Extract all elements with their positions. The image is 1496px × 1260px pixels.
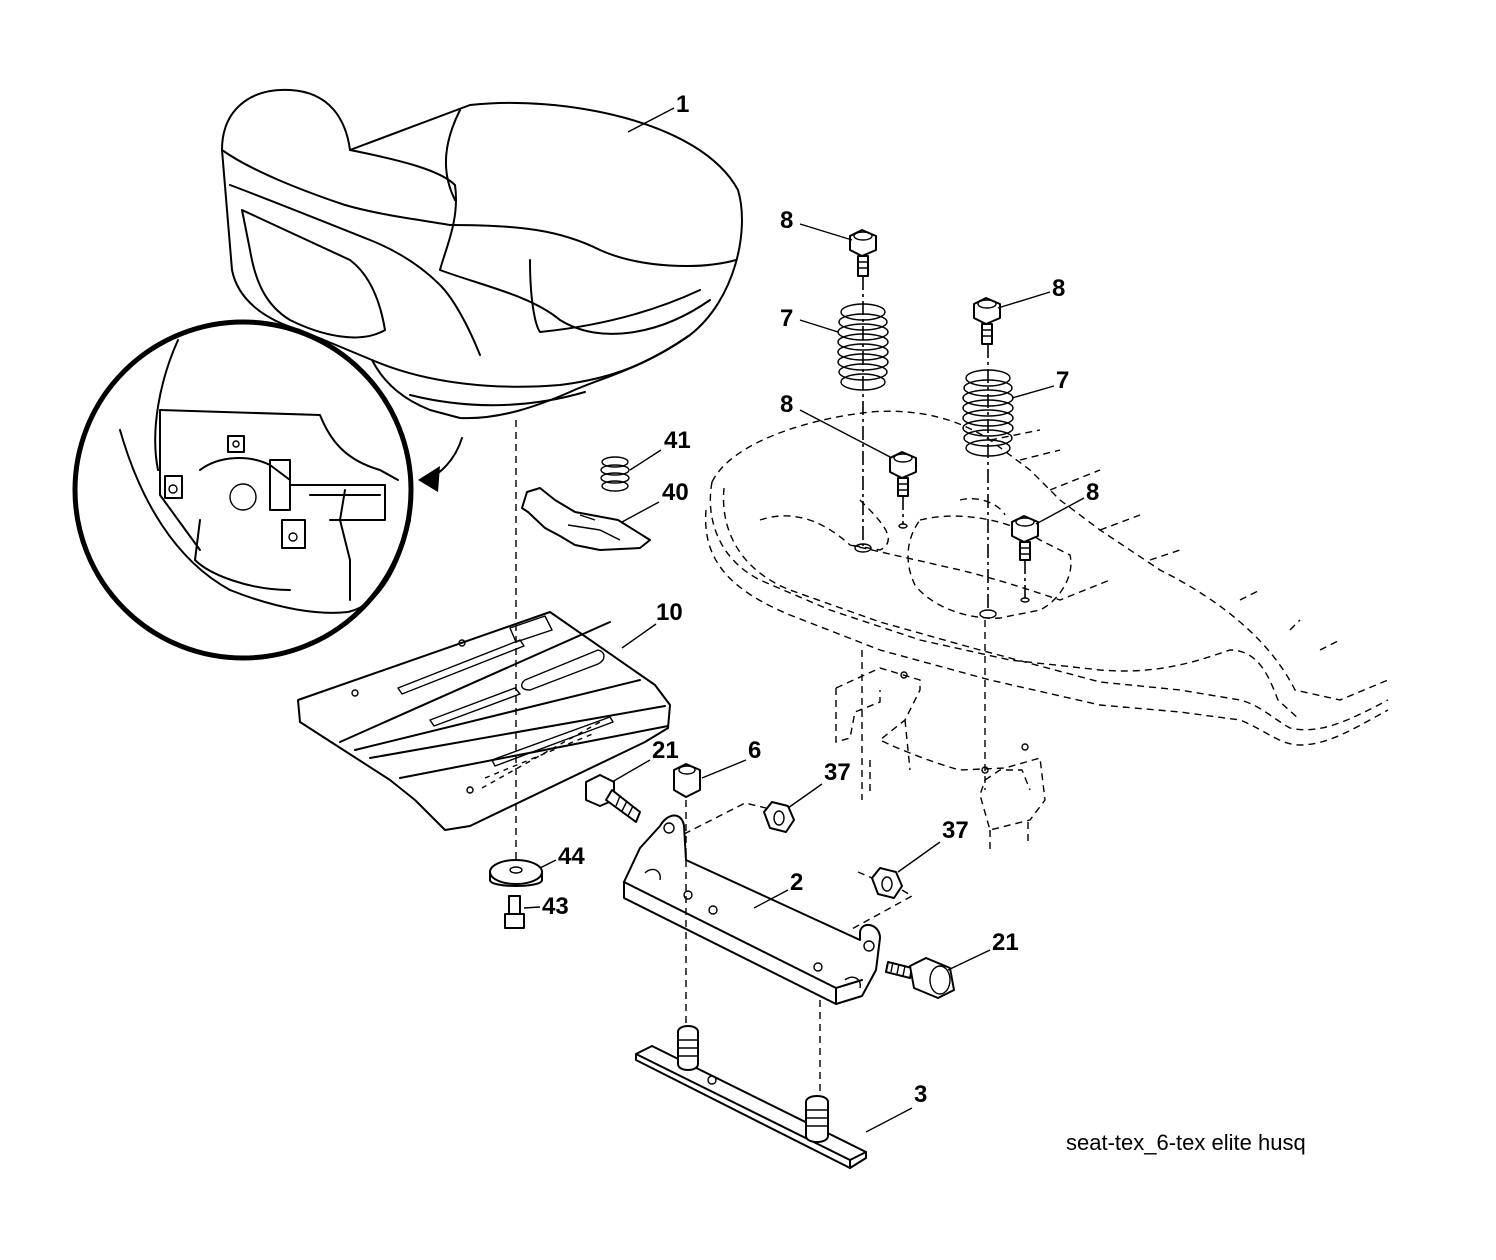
plate-3-drawing	[635, 1025, 867, 1169]
part-label-spring-7-b: 7	[1056, 367, 1069, 394]
arrow-head	[418, 466, 440, 492]
part-label-seat: 1	[676, 91, 689, 118]
part-label-clip-40: 40	[662, 479, 689, 506]
leader-44	[539, 859, 557, 869]
part-label-bolt-21-a: 21	[652, 737, 679, 764]
centerline-nut-37-b	[849, 871, 914, 931]
nut-37-b-drawing	[871, 867, 903, 899]
part-label-spring-7-a: 7	[780, 305, 793, 332]
leader-37-b	[897, 841, 941, 873]
diagram-caption: seat-tex_6-tex elite husq	[1066, 1130, 1306, 1155]
part-label-bolt-8-d: 8	[1086, 479, 1099, 506]
part-label-nut-37-b: 37	[942, 817, 969, 844]
frame-bracket-outline	[835, 667, 1046, 850]
bracket-2-drawing	[623, 814, 881, 1005]
part-label-seat-pan: 10	[656, 599, 683, 626]
leader-8-b	[997, 291, 1051, 309]
hole-bolt-8-c	[898, 523, 908, 529]
bolt-21-left-drawing	[585, 774, 641, 823]
bolt-8-a-drawing	[849, 229, 877, 277]
leader-8-d	[1035, 497, 1085, 525]
hole-right	[979, 609, 997, 619]
leader-7-a	[799, 319, 839, 333]
leader-3	[865, 1107, 913, 1133]
leader-7-b	[1011, 385, 1055, 399]
hole-left	[854, 543, 872, 553]
leader-6	[701, 759, 747, 779]
leader-37-a	[787, 783, 823, 809]
tractor-frame-outline	[704, 410, 1389, 746]
part-label-screw-43: 43	[542, 893, 569, 920]
hole-bolt-8-d	[1020, 597, 1030, 603]
spring-41-drawing	[600, 456, 630, 492]
part-label-bolt-8-b: 8	[1052, 275, 1065, 302]
leader-40	[621, 501, 660, 523]
bolt-21-right-drawing	[885, 957, 955, 999]
part-label-bolt-8-c: 8	[780, 391, 793, 418]
clip-40-drawing	[521, 487, 651, 551]
leader-21-a	[611, 759, 651, 783]
leader-10	[621, 623, 657, 649]
leader-8-c	[799, 409, 893, 459]
bolt-8-b-drawing	[973, 297, 1001, 345]
leader-seat	[627, 107, 675, 133]
detail-inset	[72, 319, 414, 661]
screw-43-drawing	[504, 895, 525, 929]
part-label-bolt-21-b: 21	[992, 929, 1019, 956]
bolt-8-c-drawing	[889, 451, 917, 497]
part-label-spring-41: 41	[664, 427, 691, 454]
part-label-bracket-2: 2	[790, 869, 803, 896]
part-label-nut-37-a: 37	[824, 759, 851, 786]
part-label-nut-6: 6	[748, 737, 761, 764]
centerline-nut-37-a	[683, 802, 767, 835]
part-label-plate-3: 3	[914, 1081, 927, 1108]
bolt-8-d-drawing	[1011, 515, 1039, 561]
part-label-washer-44: 44	[558, 843, 585, 870]
nut-37-a-drawing	[763, 801, 795, 833]
leader-8-a	[799, 223, 853, 241]
leader-21-b	[947, 949, 991, 971]
seat-pan-drawing	[297, 611, 671, 831]
seat-drawing	[221, 88, 743, 420]
leader-41	[629, 449, 662, 471]
nut-6-drawing	[673, 763, 701, 798]
washer-44-drawing	[489, 859, 543, 887]
part-label-bolt-8-a: 8	[780, 207, 793, 234]
leader-43	[523, 906, 541, 909]
leader-2	[753, 889, 789, 909]
